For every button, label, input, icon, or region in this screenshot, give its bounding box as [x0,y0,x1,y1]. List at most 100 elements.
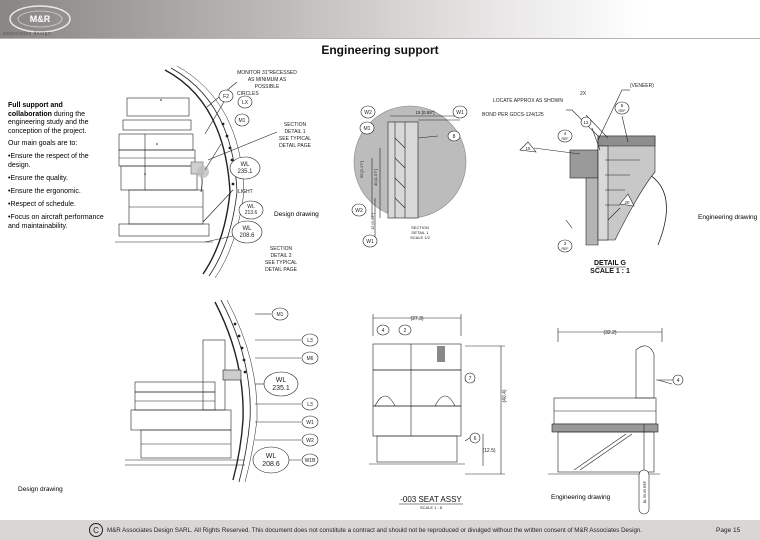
dimension-small: (12.5) [482,448,495,454]
dimension-left-2: 40 [1.57"] [373,169,378,186]
caption-design-drawing-top: Design drawing [274,211,319,218]
callout-w2: W2 [355,208,363,214]
label-monitor: AS MINIMUM AS [248,77,287,83]
page-title: Engineering support [321,43,439,57]
intro-lead-rest: during the engineering study and the con… [8,110,89,135]
callout-w2: W2 [306,438,314,444]
callout-2: 2 [404,328,407,334]
callout-20: 20 [624,200,630,205]
goals-heading: Our main goals are to: [8,140,78,148]
callout-3: 3 [564,241,567,246]
copyright-symbol: C [93,526,99,535]
section-label: SCALE 1/2 [410,235,431,240]
label-light: LIGHT [238,189,253,195]
callout-wl-value: 208.6 [262,461,280,468]
goal-item: •Ensure the ergonomic. [8,187,81,195]
header-band: M&R associates design [0,0,760,38]
detail-g-scale: SCALE 1 : 1 [590,268,630,275]
copyright-icon: C [89,523,103,537]
callout-w1b: W1B [305,458,317,464]
callout-ref: REF [562,137,569,141]
intro-text: Full support and collaboration during th… [8,102,104,236]
page-number: Page 15 [716,527,741,534]
caption-design-drawing-bottom: Design drawing [18,486,63,493]
detail-g-title: DETAIL G [594,260,627,267]
callout-ref: REF [619,109,626,113]
design-drawing-seat-section: MONITOR 31"RECESSED AS MINIMUM AS POSSIB… [115,65,312,279]
label-section-2: DETAIL 2 [270,253,291,259]
goal-item: •Ensure the quality. [8,174,68,182]
callout-15: 15 [525,146,531,151]
callout-m6: M6 [307,356,314,362]
dimension-left-1: 55 [2.17"] [359,161,364,178]
bl-reference: BL 59.65 REF [643,480,647,503]
callout-l3: L3 [307,402,313,408]
label-2x: 2X [580,91,587,97]
seat-assembly-front-view: (27.3) 4 2 7 6 (12.5) (40.4) -003 SEAT A… [369,314,508,510]
label-section-2: SECTION [270,246,293,252]
callout-w1: W1 [306,420,314,426]
callout-8: 8 [453,134,456,140]
label-section-1: SEE TYPICAL [279,136,311,142]
callout-m1: M1 [364,126,371,132]
callout-6: 6 [474,436,477,442]
caption-engineering-drawing-bottom: Engineering drawing [551,494,611,501]
callout-wl: WL [266,453,277,460]
section-label: DETAIL 1 [412,230,430,235]
label-section-1: DETAIL PAGE [279,143,312,149]
callout-4: 4 [677,378,680,384]
callout-5: 5 [621,103,624,108]
callout-ref: REF [562,247,569,251]
callout-wl-1: WL [241,162,251,168]
callout-w1: W1 [366,239,374,245]
header-divider [0,38,760,39]
logo-text: M&R [30,14,51,24]
label-monitor: POSSIBLE [255,84,280,90]
callout-m1: M1 [277,312,284,318]
callout-wl-3: WL [243,226,253,232]
dimension-height: (40.4) [502,389,508,402]
callout-12: 12 [583,120,589,125]
callout-m1: M1 [239,118,246,124]
label-section-1: SECTION [284,122,307,128]
label-monitor: MONITOR 31"RECESSED [237,70,297,76]
section-detail-1-drawing: W2 W1 M1 W2 W1 8 15 [0.59"] SECTION DETA… [351,105,468,248]
goal-item: •Ensure the respect of the design. [8,152,89,169]
design-drawing-seat-profile: M1 L3 M6 WL 235.1 L3 W1 W2 W1B WL 208.6 [125,300,319,482]
callout-w1: W1 [456,110,464,116]
label-circles: CIRCLES [237,91,259,97]
callout-wl-2-value: 213.6 [245,210,258,216]
label-section-1: DETAIL 1 [284,129,305,135]
seat-assembly-title: -003 SEAT ASSY [400,495,462,504]
callout-wl-2: WL [247,204,255,210]
callout-l3: L3 [307,338,313,344]
section-label: SECTION [411,225,429,230]
callout-wl: WL [276,377,287,384]
seat-assembly-scale: SCALE 1 : 8 [420,505,443,510]
callout-4: 4 [382,328,385,334]
label-section-2: SEE TYPICAL [265,260,297,266]
label-veneer: (VENEER) [630,83,654,89]
callout-w2: W2 [364,110,372,116]
goal-item: •Focus on aircraft performance and maint… [8,214,104,230]
dimension-left-3: 15 [0.59"] [370,213,375,230]
callout-4: 4 [564,131,567,136]
callout-7: 7 [469,376,472,382]
engineering-drawing-detail-g: (VENEER) LOCATE APPROX AS SHOWN BOND PER… [482,83,667,275]
company-logo: M&R [9,5,71,33]
intro-lead-bold: Full support and collaboration [8,102,63,118]
logo-subtitle: associates design [3,31,52,37]
callout-wl-3-value: 208.6 [239,233,255,239]
callout-lx: LX [242,100,249,106]
goal-item: •Respect of schedule. [8,201,76,209]
label-locate-approx: LOCATE APPROX AS SHOWN [493,98,563,104]
dimension-depth: (32.2) [603,330,616,336]
footer-band [0,520,760,540]
label-section-2: DETAIL PAGE [265,267,298,273]
intro-lead: Full support and collaboration during th… [8,102,104,136]
footer-copyright-text: M&R Associates Design SARL. All Rights R… [107,527,643,534]
callout-wl-1-value: 235.1 [237,169,253,175]
label-bond-per: BOND PER GDCS-124/125 [482,112,544,118]
dimension-top: 15 [0.59"] [415,110,434,115]
seat-assembly-side-view: (32.2) 4 BL 59.65 REF [548,328,684,515]
